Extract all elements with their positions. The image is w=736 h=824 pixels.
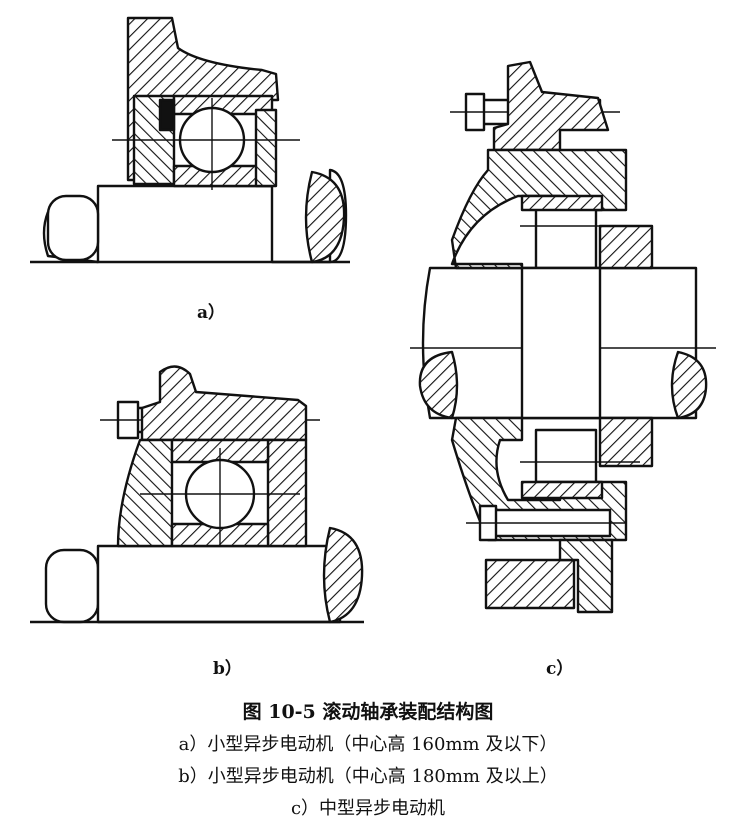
label-c: c） (546, 659, 574, 679)
bearing-cap-c-upper-right (598, 224, 654, 270)
bearing-cap-b (266, 438, 308, 548)
shaft-a (42, 168, 348, 264)
shaft-a-left-end (46, 194, 100, 262)
shaft-c-section-right (670, 350, 708, 420)
frame-flange-c-top (492, 60, 610, 152)
end-shield-c-upper (450, 148, 628, 270)
label-a: a） (197, 303, 226, 323)
drawing-c (410, 60, 716, 614)
figure-caption-title: 图 10-5 滚动轴承装配结构图 (242, 701, 494, 723)
caption-line-b: b）小型异步电动机（中心高 180mm 及以上） (178, 766, 558, 787)
bearing-sleeve-c (520, 266, 602, 420)
shaft-b-left-end (44, 548, 100, 624)
caption-line-a: a）小型异步电动机（中心高 160mm 及以下） (178, 734, 558, 755)
frame-flange-c-bottom (484, 558, 576, 610)
caption-line-c: c）中型异步电动机 (290, 798, 446, 819)
shaft-a-section (304, 170, 346, 264)
bearing-roller-c-upper (534, 206, 598, 270)
bearing-roller-c-lower (534, 428, 598, 484)
drawing-a (30, 16, 350, 264)
bearing-cap-c-lower-right (598, 416, 654, 468)
shaft-b (96, 544, 342, 624)
label-b: b） (213, 659, 242, 679)
end-cover-b (140, 365, 308, 442)
shaft-b-section (322, 526, 364, 624)
end-shield-b (116, 438, 174, 548)
shaft-c-section-left (418, 350, 459, 420)
drawing-b (30, 365, 364, 624)
